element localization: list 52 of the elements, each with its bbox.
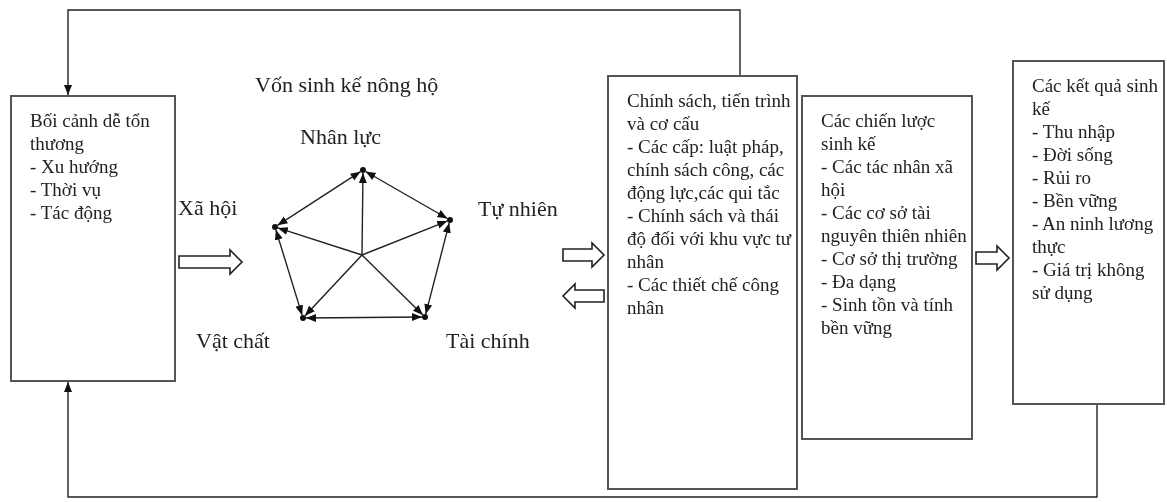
text-box [801,95,973,440]
list-item: - Thời vụ [30,178,102,201]
vertex-dot [360,167,366,173]
box-heading: Bối cảnh dễ tổn thương [30,109,151,155]
list-item: - Sinh tồn và tính bền vững [821,293,954,339]
group-heading: Vốn sinh kế nông hộ [255,72,439,98]
block-arrow [975,244,1011,272]
text-box [607,75,798,490]
arrow [276,170,362,227]
capital-label: Nhân lực [300,124,381,150]
vertex-dot [300,315,306,321]
feedback-arrow [64,381,1098,498]
box-heading: Các chiến lược sinh kế [821,109,937,155]
text-box [1012,60,1165,405]
capital-label: Tự nhiên [478,196,558,222]
feedback-arrow [64,9,741,96]
list-item: - Bền vững [1032,189,1119,212]
block-arrow [561,282,605,310]
arrow [361,220,448,256]
list-item: - Tác động [30,201,113,224]
box-heading: Các kết quả sinh kế [1032,74,1159,120]
text-box [10,95,176,382]
arrow [361,254,424,316]
list-item: - Chính sách và thái độ đối với khu vực tư nhân [627,204,792,273]
arrow [304,254,363,317]
vertex-dot [272,224,278,230]
box-heading: Chính sách, tiến trình và cơ cấu [627,89,792,135]
list-item: - Các tác nhân xã hội [821,155,954,201]
list-item: - Thu nhập [1032,120,1117,143]
capital-label: Vật chất [196,328,270,354]
vertex-dot [447,217,453,223]
block-arrow [562,241,606,269]
capital-label: Tài chính [446,328,530,354]
list-item: - Các cơ sở tài nguyên thiên nhiên [821,201,967,247]
list-item: - Đa dạng [821,270,897,293]
list-item: - Rủi ro [1032,166,1093,189]
capital-label: Xã hội [178,195,238,221]
list-item: - Đời sống [1032,143,1114,166]
arrow [275,229,303,316]
arrow [277,227,363,256]
list-item: - Xu hướng [30,155,119,178]
arrow [364,170,449,220]
list-item: - Các cấp: luật pháp, chính sách công, các động lực,các qui tắc [627,135,786,204]
list-item: - Giá trị không sử dụng [1032,258,1146,304]
block-arrow [178,248,244,276]
arrow [424,222,451,315]
arrow [358,172,367,256]
list-item: - Cơ sở thị trường [821,247,959,270]
list-item: - Các thiết chế công nhân [627,273,780,319]
list-item: - An ninh lương thực [1032,212,1155,258]
vertex-dot [422,314,428,320]
arrow [305,313,423,322]
